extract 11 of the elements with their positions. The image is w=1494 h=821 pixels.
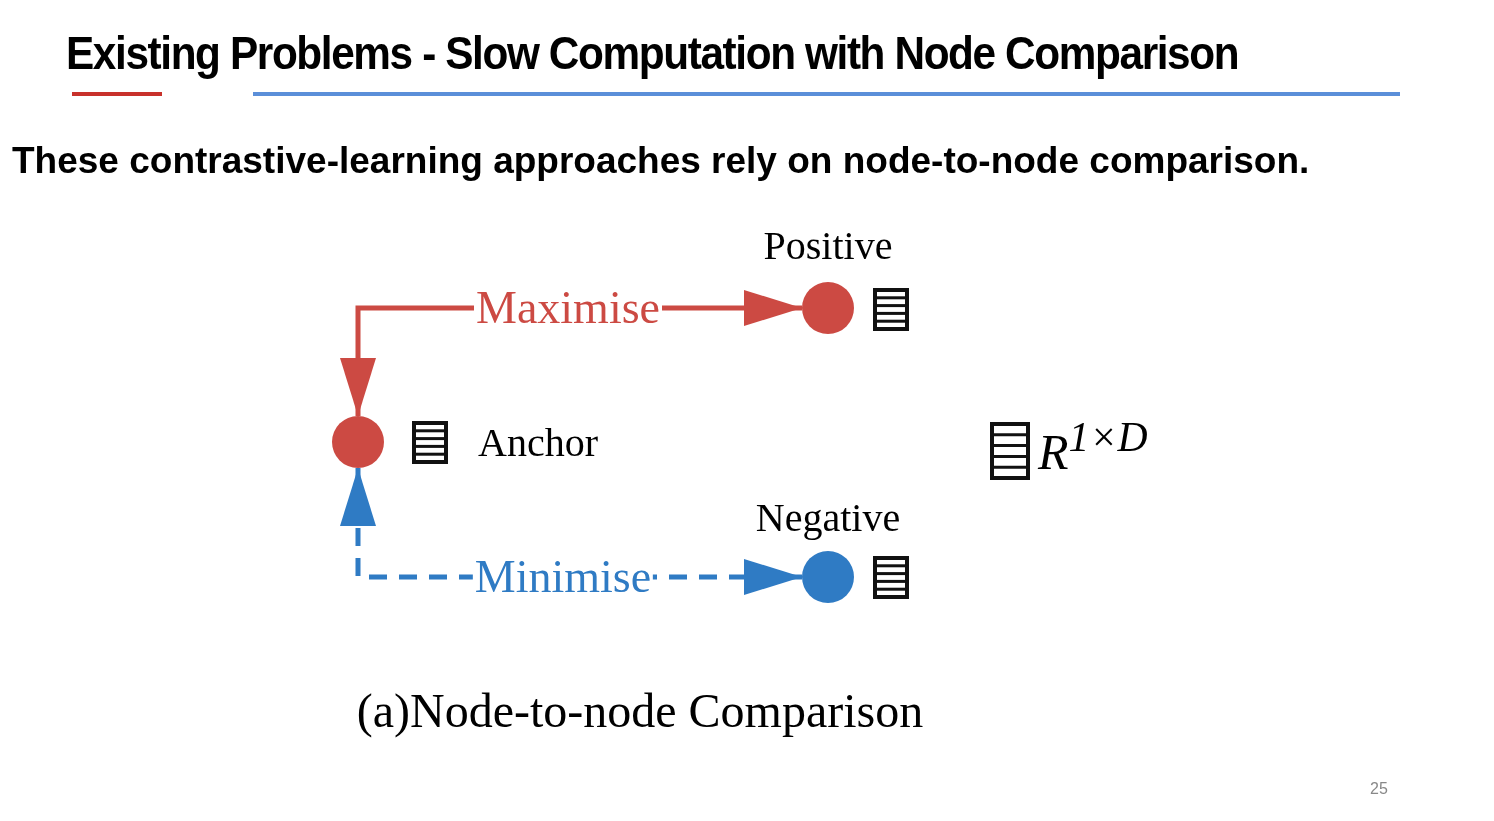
node-circle — [332, 416, 384, 468]
node-label: Negative — [755, 498, 901, 538]
figure-caption: (a)Node-to-node Comparison — [356, 682, 924, 738]
node-label: Positive — [763, 226, 893, 266]
node-circle — [802, 551, 854, 603]
node-circle — [802, 282, 854, 334]
slide-title: Existing Problems - Slow Computation with Node Comparison — [66, 26, 1239, 80]
page-number: 25 — [1370, 780, 1388, 798]
subtitle: These contrastive-learning approaches rely on node-to-node comparison. — [12, 140, 1310, 182]
node-label: Anchor — [478, 423, 598, 463]
dimension-label: R$^{1×D}$ — [1038, 413, 1148, 482]
